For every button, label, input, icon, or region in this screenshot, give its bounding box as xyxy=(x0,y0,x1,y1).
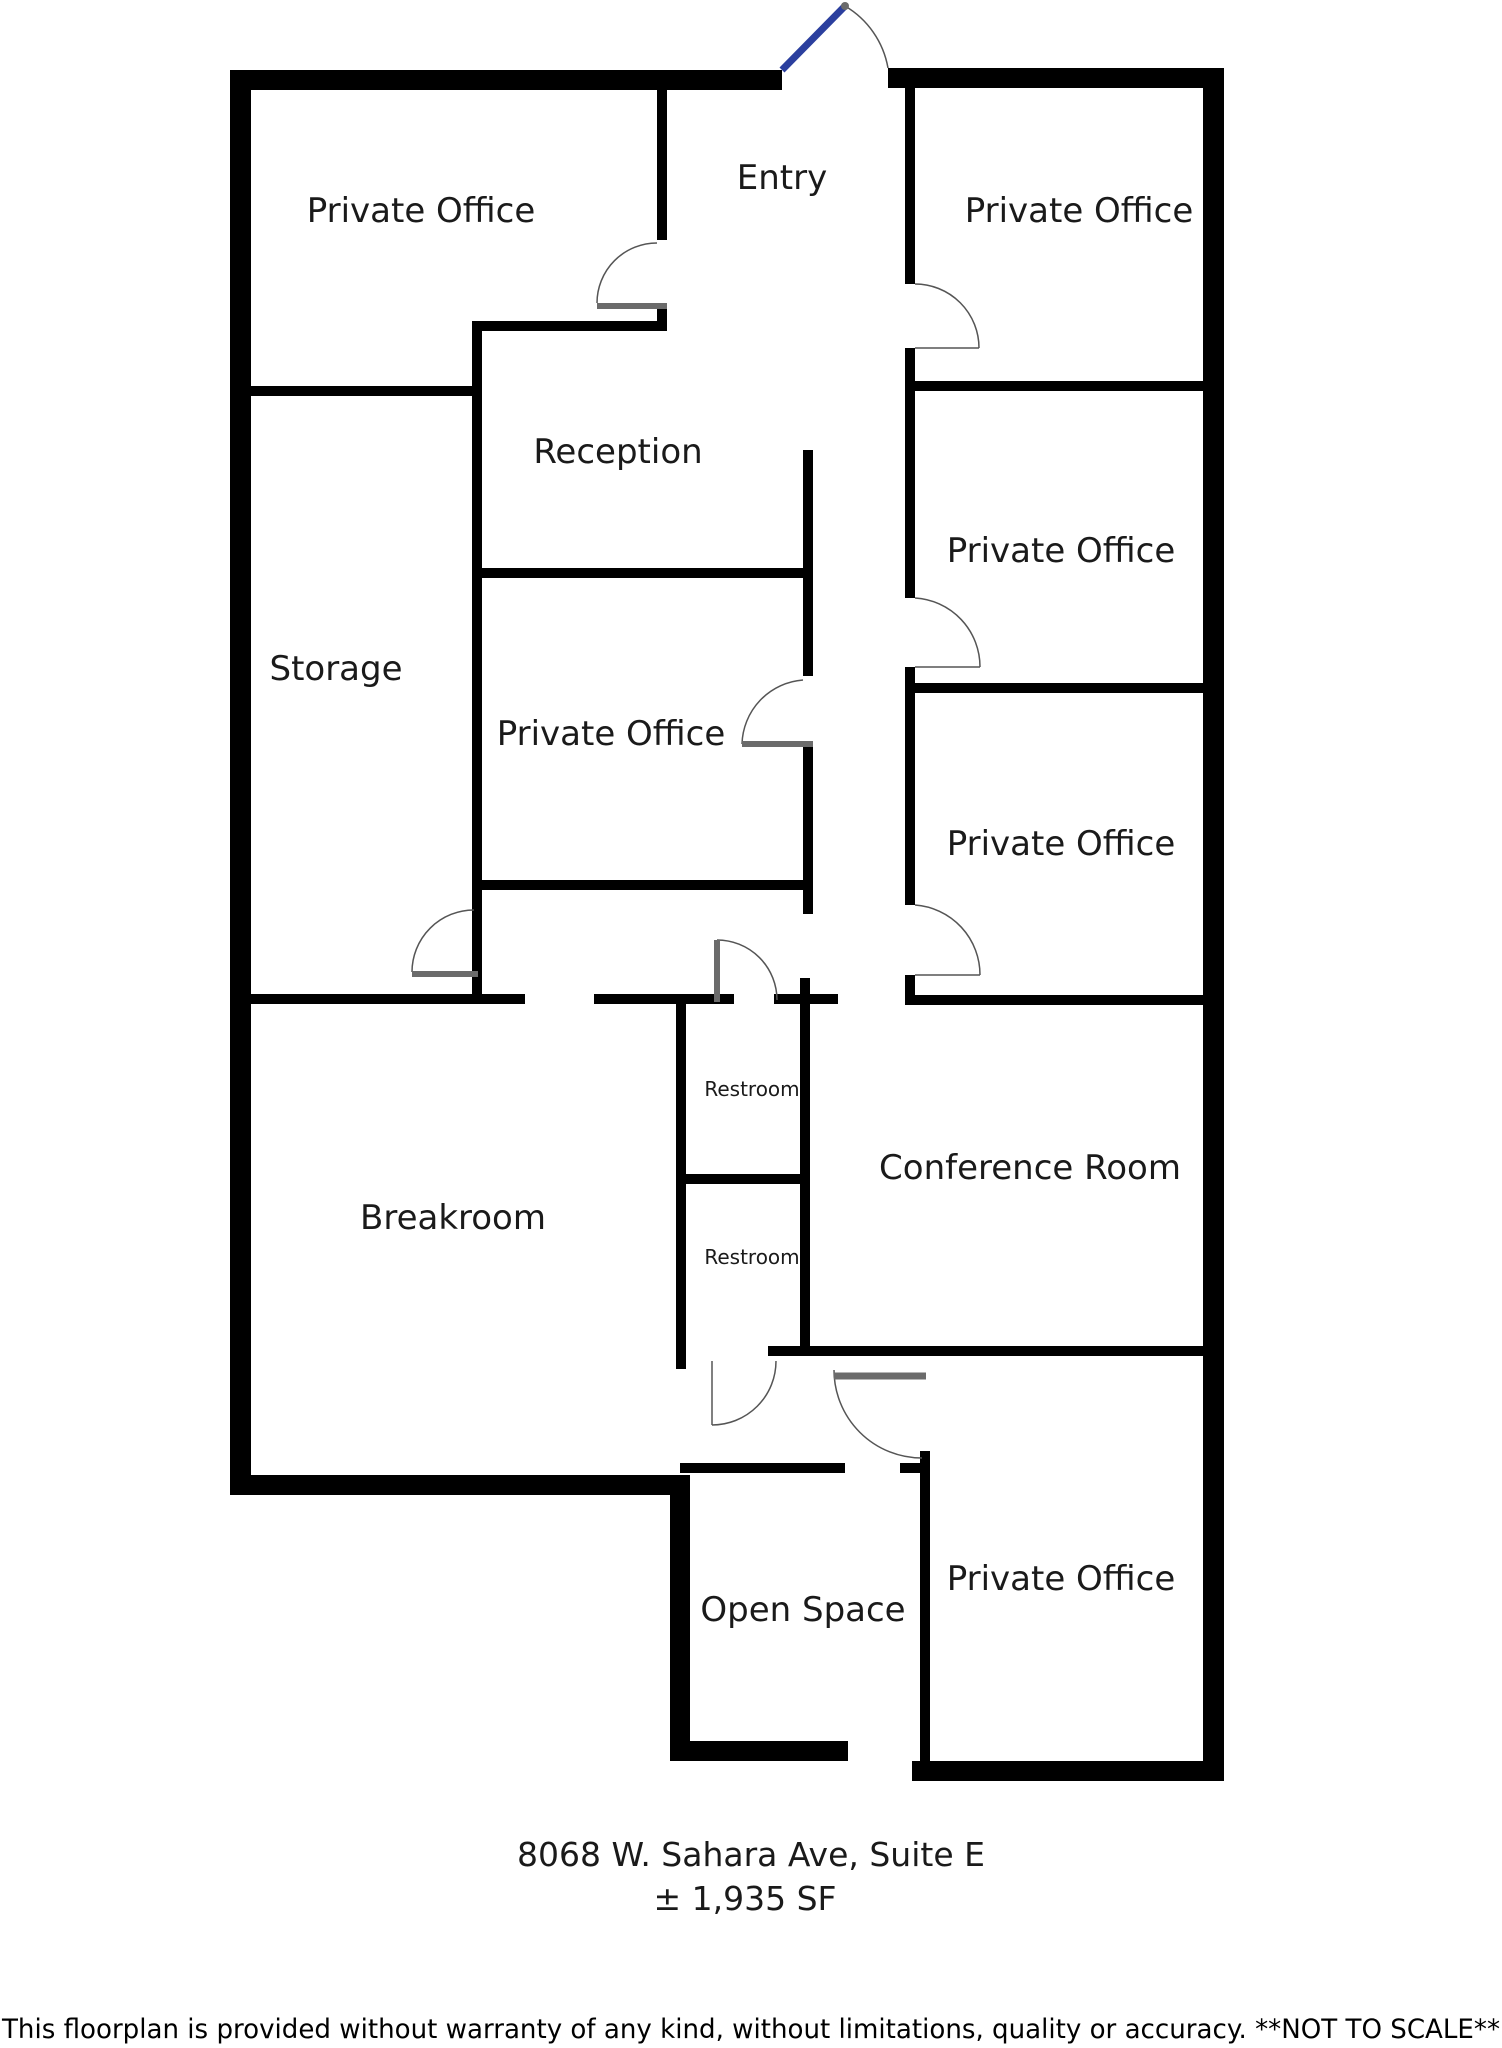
wall-reception-west xyxy=(472,321,482,1003)
wall-restroom-east xyxy=(800,978,810,1356)
se-office-door-swing xyxy=(833,1369,923,1459)
room-label-office-e3: Private Office xyxy=(947,824,1176,864)
wall-office-e2-south xyxy=(915,683,1203,693)
plan-footer: 8068 W. Sahara Ave, Suite E ± 1,935 SF T… xyxy=(1,1835,1500,2045)
room-label-breakroom: Breakroom xyxy=(360,1198,546,1238)
wall-center-office-east-a xyxy=(803,568,813,676)
wall-breakroom-north-right xyxy=(594,994,729,1004)
wall-center-office-east-b xyxy=(803,744,813,914)
wall-center-office-south xyxy=(472,880,813,890)
wall-reception-south xyxy=(472,568,808,578)
restroom-1-door-swing xyxy=(716,939,778,1001)
wall-corridor-east-b xyxy=(905,348,915,598)
wall-office-ne-south xyxy=(915,381,1203,391)
wall-corridor-east-a xyxy=(905,88,915,284)
entry-door-swing xyxy=(844,5,889,69)
wall-reception-north-stub xyxy=(657,306,667,331)
wall-storage-south xyxy=(251,994,525,1004)
storage-door-swing xyxy=(411,909,475,973)
wall-top-right xyxy=(888,68,1223,88)
wall-restroom-divider xyxy=(676,1174,808,1184)
property-area: ± 1,935 SF xyxy=(653,1879,836,1918)
wall-conference-south-stub xyxy=(768,1346,808,1356)
disclaimer-text: This floorplan is provided without warra… xyxy=(1,2014,1500,2045)
room-label-office-center: Private Office xyxy=(497,714,726,754)
wall-bottom-left xyxy=(230,1475,690,1495)
room-label-restroom-2: Restroom xyxy=(704,1245,799,1269)
wall-nw-office-east xyxy=(657,88,667,240)
wall-conference-south xyxy=(800,1346,1203,1356)
wall-nw-office-south xyxy=(251,386,476,396)
exterior-walls xyxy=(230,68,1224,1781)
wall-restroom-north-left xyxy=(676,994,734,1004)
restroom-2-door-swing xyxy=(711,1360,777,1426)
room-label-office-e2: Private Office xyxy=(947,531,1176,571)
room-label-office-se: Private Office xyxy=(947,1559,1176,1599)
wall-openspace-bottom xyxy=(670,1741,848,1761)
room-label-office-nw: Private Office xyxy=(307,191,536,231)
room-label-storage: Storage xyxy=(269,649,402,689)
e2-office-door-swing xyxy=(914,597,981,668)
wall-openspace-left xyxy=(670,1475,690,1761)
wall-openspace-north-stub xyxy=(900,1463,922,1473)
wall-reception-east-a xyxy=(803,450,813,578)
room-label-reception: Reception xyxy=(533,432,702,472)
wall-right xyxy=(1203,68,1224,1780)
property-address: 8068 W. Sahara Ave, Suite E xyxy=(517,1835,985,1874)
wall-reception-north xyxy=(472,321,667,331)
room-label-entry: Entry xyxy=(737,158,827,198)
room-label-open-space: Open Space xyxy=(700,1590,905,1630)
wall-storage-south-stub xyxy=(472,970,482,1003)
room-label-office-ne: Private Office xyxy=(965,191,1194,231)
wall-openspace-north xyxy=(680,1463,845,1473)
wall-office-e3-south xyxy=(905,995,1203,1005)
wall-se-office-west xyxy=(920,1451,930,1771)
room-label-restroom-1: Restroom xyxy=(704,1077,799,1101)
nw-office-door-swing xyxy=(596,242,658,304)
wall-corridor-east-d xyxy=(905,975,915,1005)
center-office-door-swing xyxy=(741,679,804,745)
entry-door-leaf xyxy=(779,3,848,73)
wall-corridor-east-c xyxy=(905,667,915,905)
entry-door-hinge xyxy=(841,2,849,10)
interior-walls xyxy=(251,88,1203,1771)
ne-office-door-swing xyxy=(914,283,980,349)
wall-top-left xyxy=(230,70,782,90)
e3-office-door-swing xyxy=(914,904,981,976)
wall-bottom-right xyxy=(912,1761,1224,1781)
room-labels: Entry Private Office Private Office Rece… xyxy=(269,158,1193,1630)
doors xyxy=(411,2,981,1459)
wall-left xyxy=(230,70,251,1495)
room-label-conference: Conference Room xyxy=(879,1148,1181,1188)
